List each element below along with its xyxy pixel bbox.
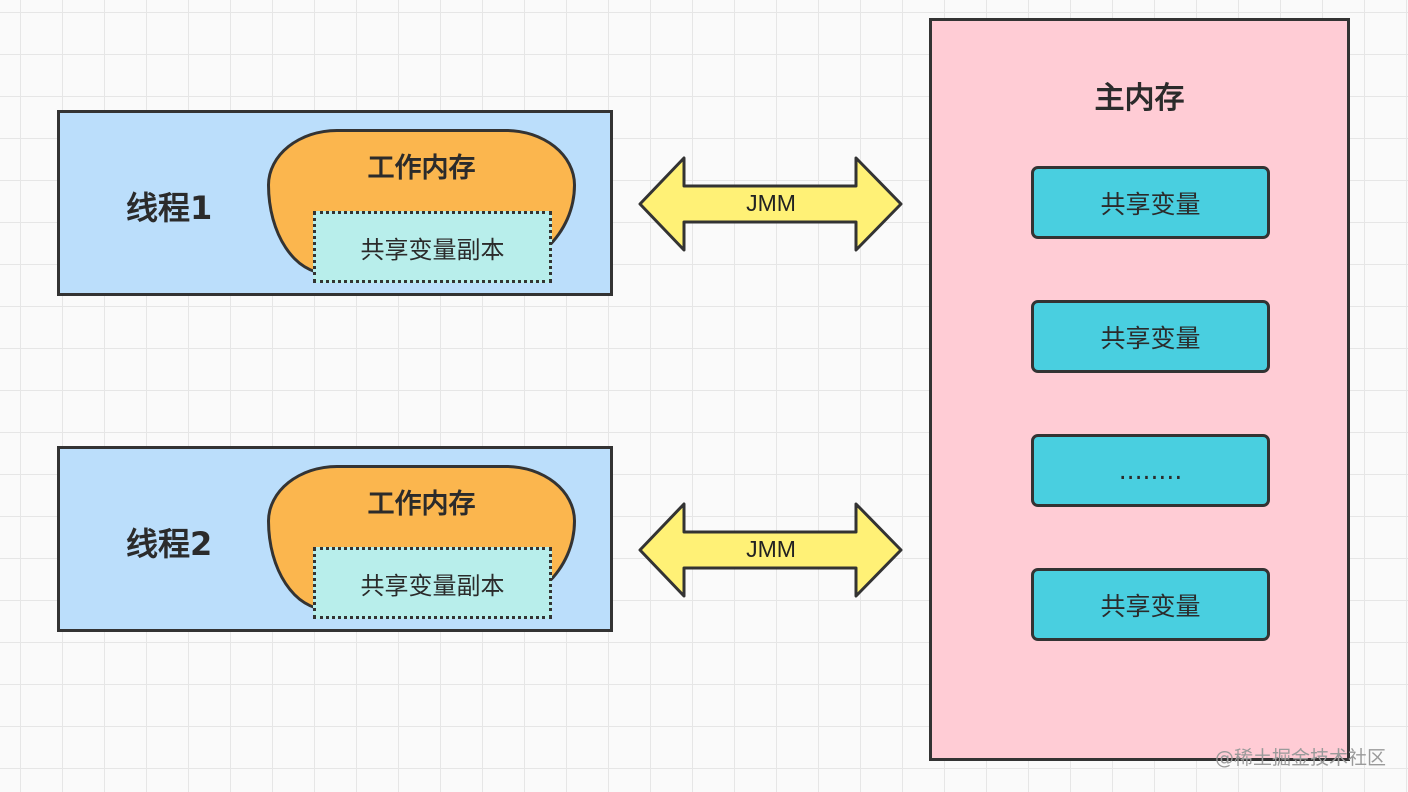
- shared-variable-4: 共享变量: [1031, 568, 1270, 641]
- main-memory-box: 主内存 共享变量 共享变量 ........ 共享变量: [929, 18, 1350, 761]
- watermark: @稀土掘金技术社区: [1214, 747, 1386, 769]
- jmm-arrow-2-label: JMM: [746, 536, 796, 562]
- shared-variable-2: 共享变量: [1031, 300, 1270, 373]
- thread-2-box: 线程2 工作内存 共享变量副本: [57, 446, 613, 632]
- thread-2-label: 线程2: [126, 525, 213, 563]
- jmm-arrow-1: JMM: [636, 154, 906, 254]
- jmm-arrow-2: JMM: [636, 500, 906, 600]
- double-arrow-icon: [638, 156, 903, 252]
- double-arrow-icon: [638, 502, 903, 598]
- thread-1-shared-variable-copy: 共享变量副本: [313, 211, 552, 283]
- shared-variable-1: 共享变量: [1031, 166, 1270, 239]
- thread-1-label: 线程1: [126, 189, 213, 227]
- main-memory-title: 主内存: [1094, 81, 1185, 116]
- thread-1-work-memory-label: 工作内存: [367, 153, 476, 184]
- shared-variable-ellipsis: ........: [1031, 434, 1270, 507]
- jmm-arrow-1-label: JMM: [746, 190, 796, 216]
- thread-2-shared-variable-copy: 共享变量副本: [313, 547, 552, 619]
- thread-2-work-memory-label: 工作内存: [367, 489, 476, 520]
- thread-1-box: 线程1 工作内存 共享变量副本: [57, 110, 613, 296]
